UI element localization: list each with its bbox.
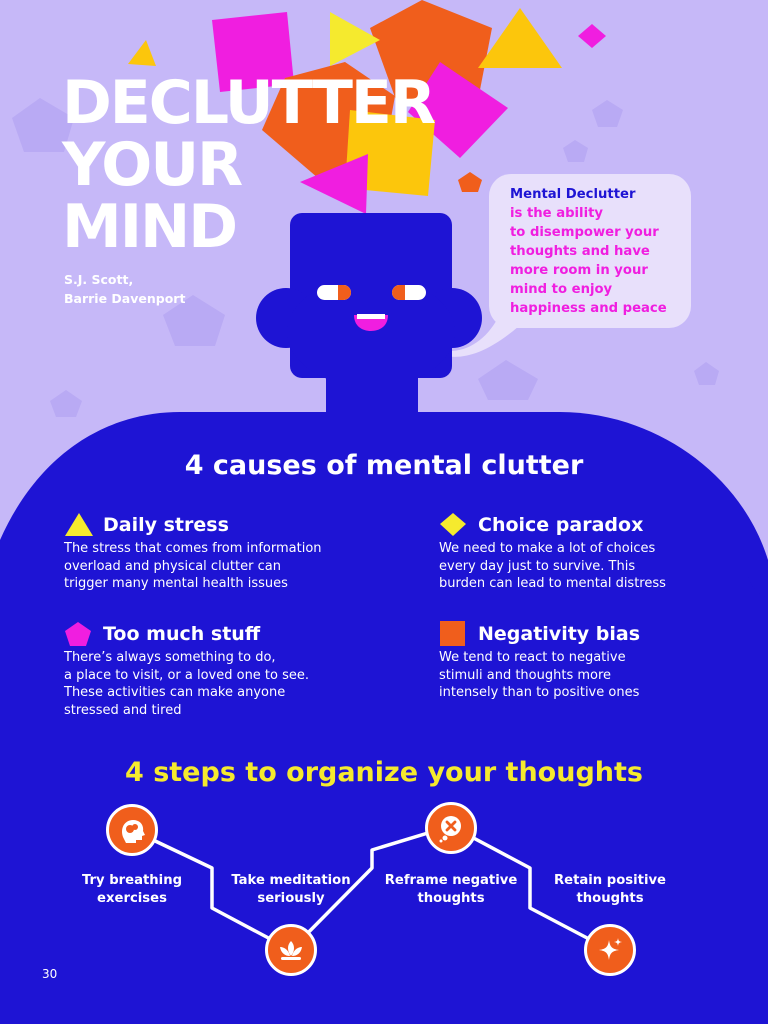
title-line-3: MIND	[62, 192, 238, 262]
bubble-tail	[410, 318, 528, 357]
steps-path	[130, 824, 612, 952]
cause-description: We need to make a lot of choices every d…	[439, 540, 759, 593]
author-line-1: S.J. Scott,	[64, 272, 134, 287]
bubble-line: to disempower your	[510, 225, 659, 240]
cause-line: There’s always something to do,	[64, 650, 276, 665]
eye-left	[317, 285, 352, 300]
step-line: Take meditation	[231, 873, 351, 888]
cause-line: trigger many mental health issues	[64, 576, 288, 591]
bubble-title: Mental Declutter	[510, 187, 636, 202]
cause-line: stressed and tired	[64, 702, 182, 718]
triangle-icon	[65, 513, 93, 536]
speech-bubble	[489, 174, 691, 328]
step-line: Retain positive	[553, 873, 667, 888]
step-line: seriously	[257, 890, 325, 906]
bg-pentagon	[163, 295, 225, 346]
bg-pentagon	[12, 98, 74, 152]
lotus-icon	[265, 924, 317, 976]
speech-bubble-text: Mental Declutter is the ability to disem…	[510, 185, 685, 318]
cause-name: Daily stress	[103, 514, 229, 536]
cause-name: Negativity bias	[478, 623, 641, 645]
shape-yellow-triangle-right	[478, 8, 562, 68]
shape-orange-pentagon	[370, 0, 492, 100]
shape-gold-square	[345, 110, 435, 196]
cause-negativity-bias: Negativity bias We tend to react to nega…	[439, 621, 759, 702]
cause-description: The stress that comes from information o…	[64, 540, 384, 593]
step-label-breathing: Try breathing exercises	[57, 872, 207, 907]
bubble-line: thoughts and have	[510, 244, 650, 259]
bubble-line: happiness and peace	[510, 301, 667, 316]
cause-description: There’s always something to do, a place …	[64, 649, 384, 719]
bg-pentagon	[50, 390, 82, 417]
page-title: DECLUTTER YOUR MIND	[62, 72, 522, 258]
figure-chin	[287, 277, 455, 387]
bg-pentagon	[694, 362, 719, 385]
cause-line: overload and physical clutter can	[64, 558, 281, 574]
smile	[354, 314, 388, 331]
figure-torso	[0, 412, 768, 1024]
cause-line: a place to visit, or a loved one to see.	[64, 667, 310, 683]
sparkle-icon	[584, 924, 636, 976]
bg-pentagon	[592, 100, 623, 127]
cause-line: The stress that comes from information	[64, 541, 322, 556]
step-label-meditation: Take meditation seriously	[216, 872, 366, 907]
cause-line: every day just to survive. This	[439, 558, 636, 574]
cause-line: These activities can make anyone	[64, 685, 286, 700]
cause-line: We tend to react to negative	[439, 650, 626, 665]
pentagon-icon	[65, 622, 91, 646]
shape-yellow-triangle-top	[330, 12, 380, 66]
bg-pentagon	[478, 360, 538, 400]
bubble-line: more room in your	[510, 263, 648, 278]
eye-right	[392, 285, 426, 300]
bg-pentagon	[563, 140, 588, 162]
step-label-reframe: Reframe negative thoughts	[376, 872, 526, 907]
page-number: 30	[42, 967, 58, 981]
bubble-line: is the ability	[510, 206, 603, 221]
cause-line: We need to make a lot of choices	[439, 541, 656, 556]
cause-line: burden can lead to mental distress	[439, 576, 666, 591]
step-line: Reframe negative	[384, 873, 518, 888]
torso-right-notch	[742, 540, 768, 640]
step-line: exercises	[97, 890, 167, 906]
cause-too-much-stuff: Too much stuff There’s always something …	[64, 621, 384, 719]
cause-name: Too much stuff	[103, 623, 261, 645]
cause-choice-paradox: Choice paradox We need to make a lot of …	[439, 512, 759, 593]
cause-daily-stress: Daily stress The stress that comes from …	[64, 512, 384, 593]
cause-name: Choice paradox	[478, 514, 644, 536]
shape-small-magenta-diamond	[578, 24, 606, 48]
shape-small-yellow-triangle	[128, 40, 156, 66]
shape-magenta-triangle	[300, 154, 368, 214]
author-line-2: Barrie Davenport	[64, 291, 186, 306]
title-line-1: DECLUTTER	[62, 68, 436, 138]
cause-line: intensely than to positive ones	[439, 685, 640, 700]
cause-line: stimuli and thoughts more	[439, 667, 612, 683]
shape-magenta-square	[212, 12, 294, 92]
shape-small-orange-pentagon	[458, 172, 482, 192]
steps-title: 4 steps to organize your thoughts	[125, 757, 643, 788]
authors: S.J. Scott, Barrie Davenport	[64, 270, 185, 308]
title-line-2: YOUR	[62, 130, 243, 200]
thought-cancel-icon	[425, 802, 477, 854]
head-breathing-icon	[106, 804, 158, 856]
step-label-retain: Retain positive thoughts	[535, 872, 685, 907]
cause-description: We tend to react to negative stimuli and…	[439, 649, 759, 702]
step-line: Try breathing	[81, 873, 183, 888]
diamond-icon	[440, 513, 466, 536]
bubble-line: mind to enjoy	[510, 282, 613, 297]
causes-title: 4 causes of mental clutter	[184, 450, 584, 481]
square-icon	[440, 621, 465, 646]
step-line: thoughts	[576, 890, 644, 906]
step-line: thoughts	[417, 890, 485, 906]
